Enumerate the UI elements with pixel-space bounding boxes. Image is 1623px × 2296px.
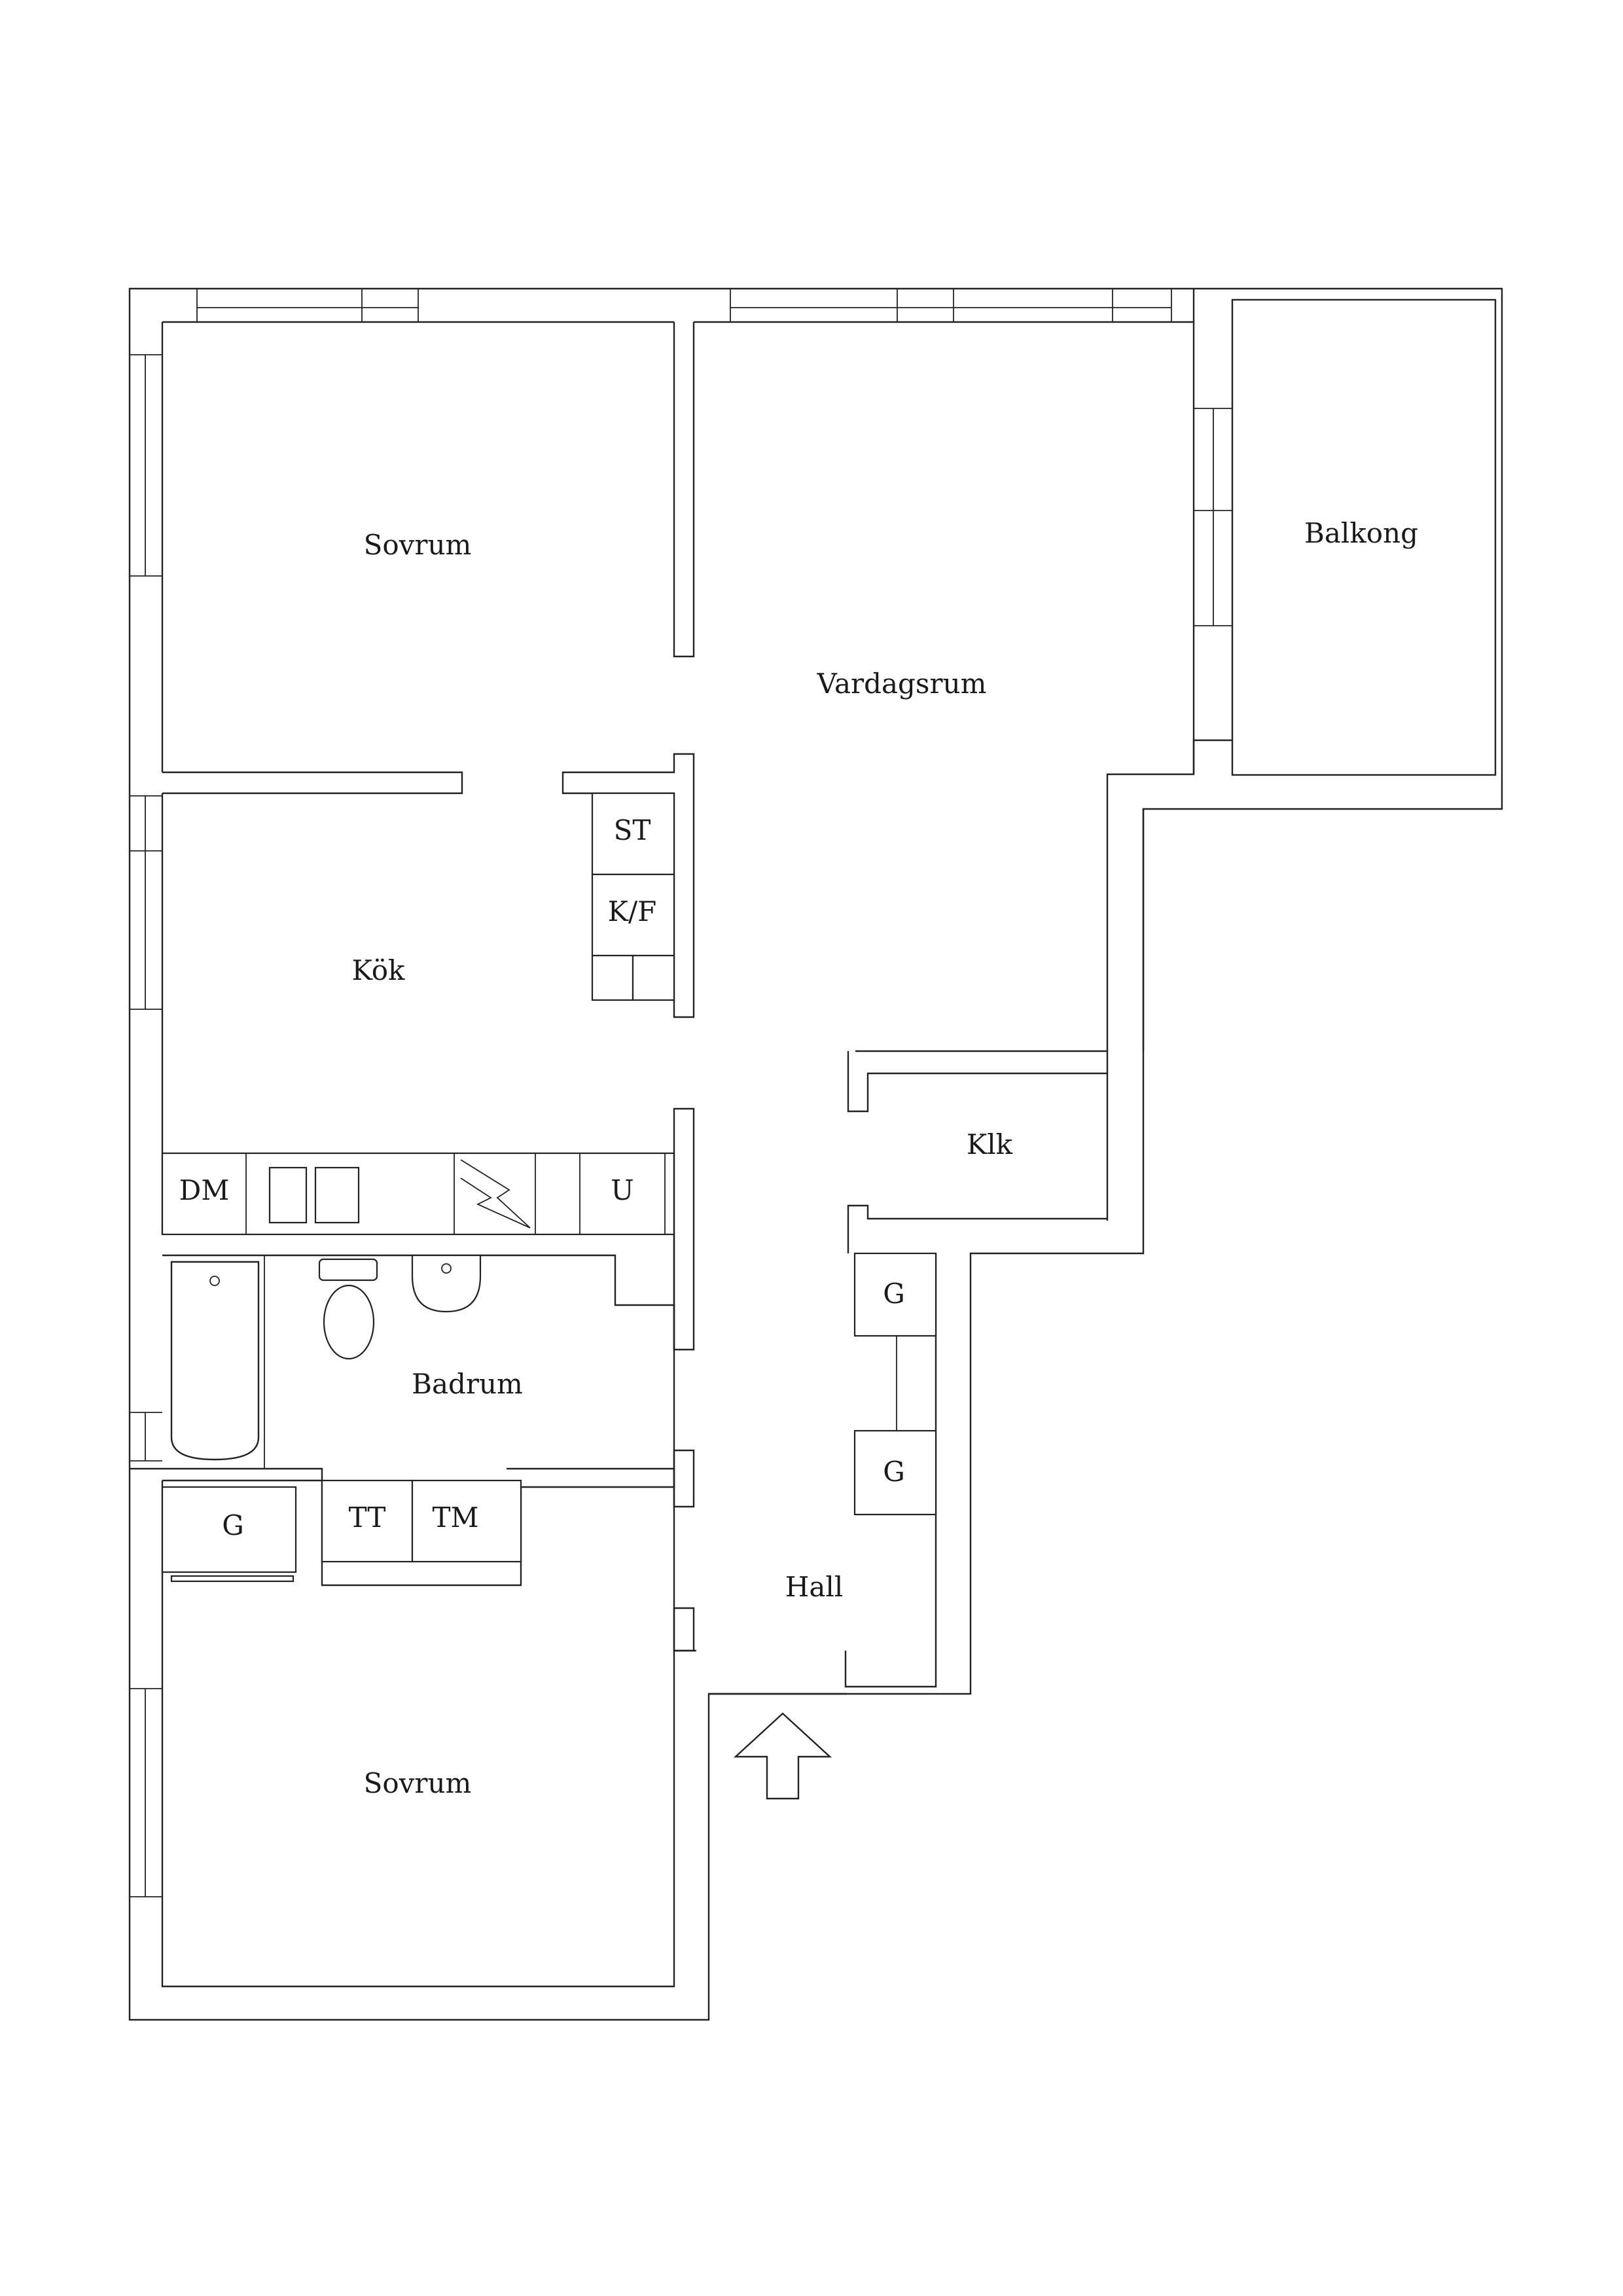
- sink-basin-left: [268, 1166, 308, 1224]
- fixture-label-tm: TM: [432, 1501, 478, 1534]
- stove-symbol: [460, 1159, 531, 1229]
- fixture-label-dm: DM: [179, 1174, 230, 1206]
- room-label-kok: Kök: [352, 954, 406, 986]
- window-top-left: [196, 289, 419, 322]
- balcony-rail: [1495, 289, 1503, 809]
- cabinet: [591, 954, 634, 1001]
- toilet-bowl: [323, 1284, 375, 1360]
- wardrobe-door-leaf: [170, 1575, 294, 1583]
- bedroom-top-wall: [673, 322, 695, 658]
- cabinet: [632, 954, 675, 1001]
- closet-wall: [847, 1051, 1107, 1253]
- room-label-sovrum-top: Sovrum: [364, 529, 472, 561]
- hall-wardrobe-1: [853, 1252, 937, 1337]
- tumble-dryer: [321, 1479, 414, 1563]
- bedroom-bottom-door-wall: [674, 1607, 695, 1652]
- washing-machine: [411, 1479, 522, 1563]
- window-top-right: [730, 289, 1172, 322]
- stove-cabinet: [591, 792, 675, 876]
- window-left-3: [130, 1412, 162, 1462]
- room-label-vardagsrum: Vardagsrum: [817, 668, 987, 700]
- outer-wall-inner: [162, 321, 1195, 1052]
- room-label-hall: Hall: [785, 1571, 844, 1603]
- bedroom-bottom-wall: [161, 1480, 675, 1988]
- fixture-label-g-hall-1: G: [883, 1278, 905, 1310]
- drain: [209, 1276, 220, 1286]
- counter-dividers: [245, 1153, 666, 1234]
- toilet-tank: [318, 1258, 378, 1282]
- hall-wall: [673, 1107, 695, 1351]
- wall-segment: [1192, 289, 1232, 774]
- fixture-label-kf: K/F: [608, 895, 657, 927]
- bathtub: [170, 1261, 260, 1461]
- window-left-4: [130, 1688, 162, 1897]
- room-label-klk: Klk: [967, 1128, 1013, 1160]
- fixture-label-st: ST: [614, 814, 651, 846]
- fixture-label-u: U: [611, 1174, 633, 1206]
- sink-basin-right: [314, 1166, 360, 1224]
- entrance-arrow-icon: [733, 1712, 832, 1800]
- fridge-freezer: [591, 873, 675, 957]
- fixture-label-g-bath: G: [222, 1509, 244, 1541]
- bedroom-top-bottom-wall: [162, 771, 463, 795]
- window-left-2: [130, 795, 162, 1010]
- fixture-label-tt: TT: [349, 1501, 386, 1534]
- faucet: [441, 1263, 452, 1274]
- hall-wardrobe-2: [853, 1429, 937, 1516]
- kitchen-counter: [161, 1152, 675, 1236]
- room-label-badrum: Badrum: [412, 1368, 523, 1400]
- room-label-balkong: Balkong: [1304, 517, 1418, 549]
- window-right: [1194, 408, 1232, 626]
- room-label-sovrum-bottom: Sovrum: [364, 1767, 472, 1799]
- sink: [411, 1254, 482, 1313]
- fixture-label-g-hall-2: G: [883, 1456, 905, 1488]
- wardrobe: [161, 1486, 297, 1573]
- bathroom-door-stub: [673, 1449, 695, 1508]
- window-left-1: [130, 354, 162, 577]
